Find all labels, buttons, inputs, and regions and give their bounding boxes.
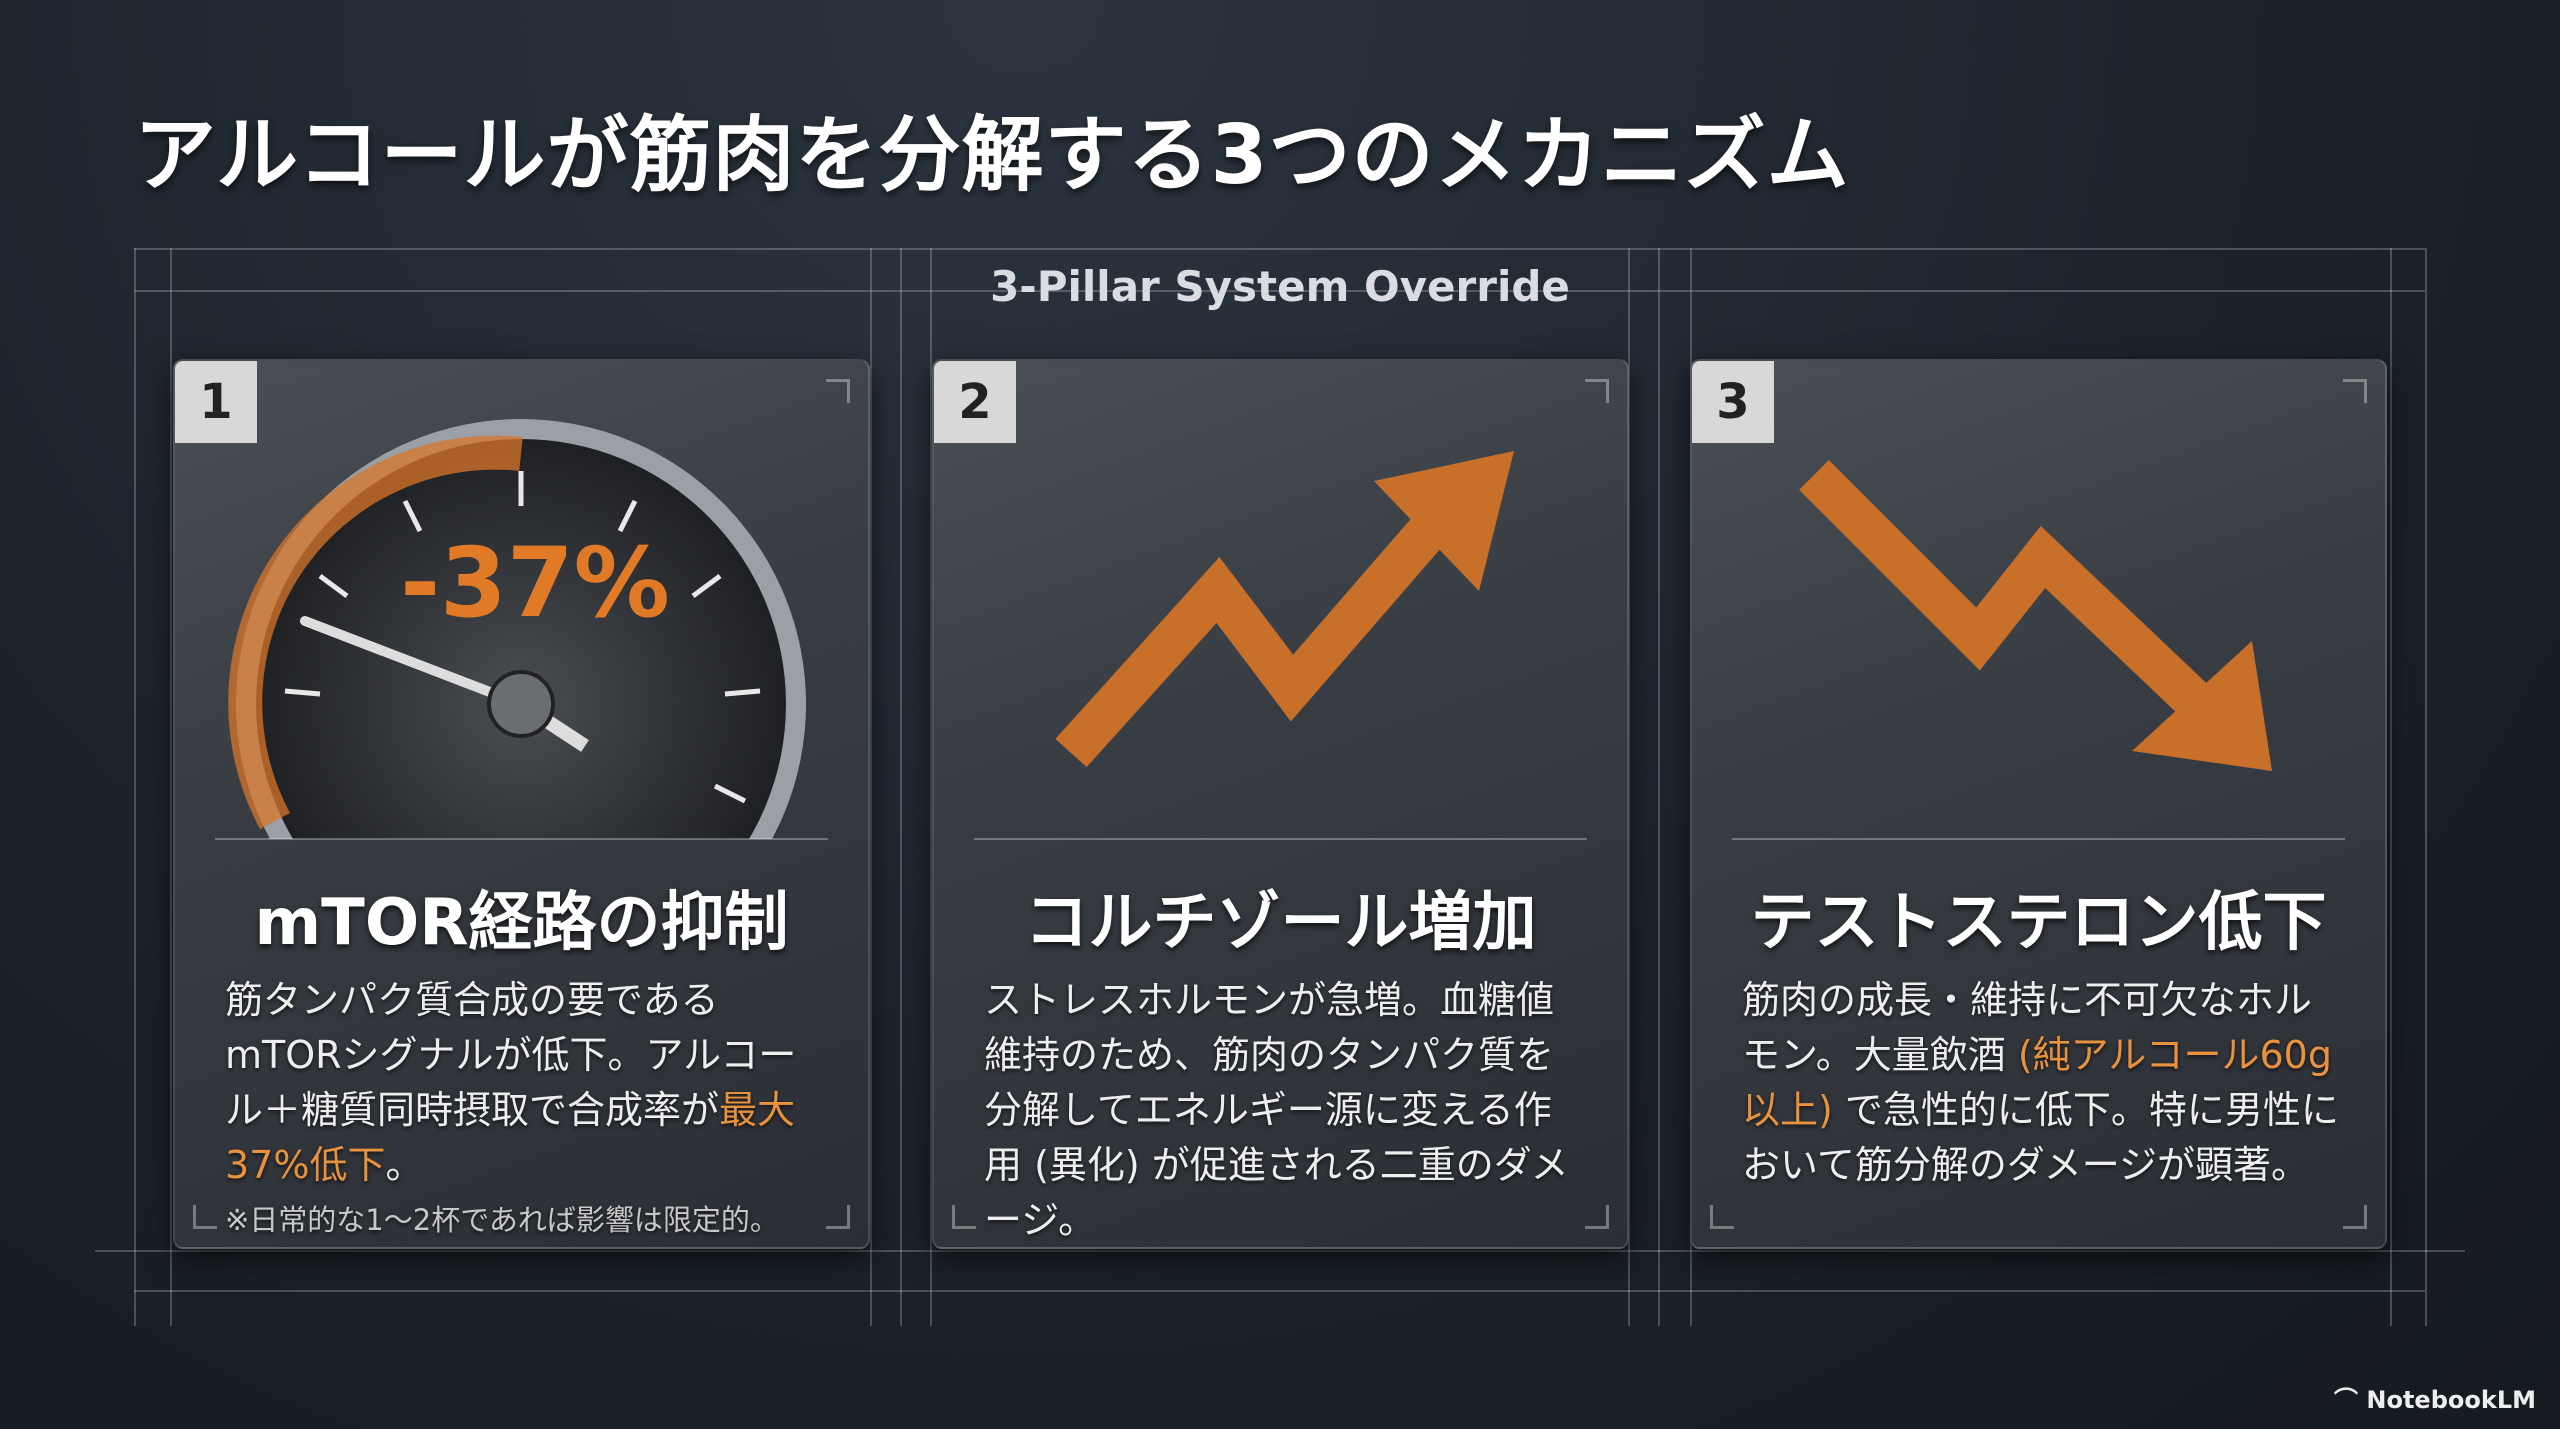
divider xyxy=(974,838,1587,840)
card-body: 筋タンパク質合成の要であるmTORシグナルが低下。アルコール＋糖質同時摂取で合成… xyxy=(225,973,828,1247)
body-highlight: (純アルコール60g以上) xyxy=(1742,1033,2332,1132)
gauge-value: -37% xyxy=(400,527,670,639)
mechanism-card-1: -37% 1 mTOR経路の抑制 筋タンパク質合成の要であるmTORシグナルが低… xyxy=(173,359,870,1249)
divider xyxy=(215,838,828,840)
notebooklm-watermark: ⌒ NotebookLM xyxy=(2334,1380,2536,1415)
trend-up-arrow-icon xyxy=(1055,451,1514,768)
page-title: アルコールが筋肉を分解する3つのメカニズム xyxy=(134,108,1850,203)
card-note: ※日常的な1〜2杯であれば影響は限定的。 xyxy=(225,1203,779,1237)
mechanism-card-3: 3 テストステロン低下 筋肉の成長・維持に不可欠なホルモン。大量飲酒 (純アルコ… xyxy=(1690,359,2387,1249)
card-number: 3 xyxy=(1692,361,1774,443)
watermark-text: NotebookLM xyxy=(2366,1386,2536,1414)
card-number: 1 xyxy=(175,361,257,443)
card-title: テストステロン低下 xyxy=(1750,886,2327,960)
body-text: 筋タンパク質合成の要であるmTORシグナルが低下。アルコール＋糖質同時摂取で合成… xyxy=(225,978,797,1132)
card-number: 2 xyxy=(934,361,1016,443)
card-title: mTOR経路の抑制 xyxy=(254,886,789,960)
card-title: コルチゾール増加 xyxy=(1024,886,1537,960)
body-highlight: 最大37%低下 xyxy=(225,1088,796,1187)
divider xyxy=(1732,838,2345,840)
gauge-icon: -37% xyxy=(228,419,806,839)
body-text: 。 xyxy=(385,1143,424,1187)
card-body: 筋肉の成長・維持に不可欠なホルモン。大量飲酒 (純アルコール60g以上) で急性… xyxy=(1742,973,2345,1193)
body-text: 筋肉の成長・維持に不可欠なホルモン。大量飲酒 xyxy=(1742,978,2313,1077)
notebooklm-logo-icon: ⌒ xyxy=(2334,1386,2367,1414)
mechanism-card-2: 2 コルチゾール増加 ストレスホルモンが急増。血糖値維持のため、筋肉のタンパク質… xyxy=(932,359,1629,1249)
trend-down-arrow-icon xyxy=(1799,460,2272,771)
card-body: ストレスホルモンが急増。血糖値維持のため、筋肉のタンパク質を分解してエネルギー源… xyxy=(984,978,1569,1242)
section-header: 3-Pillar System Override xyxy=(990,262,1570,311)
body-text: で急性的に低下。特に男性において筋分解のダメージが顕著。 xyxy=(1742,1088,2339,1187)
